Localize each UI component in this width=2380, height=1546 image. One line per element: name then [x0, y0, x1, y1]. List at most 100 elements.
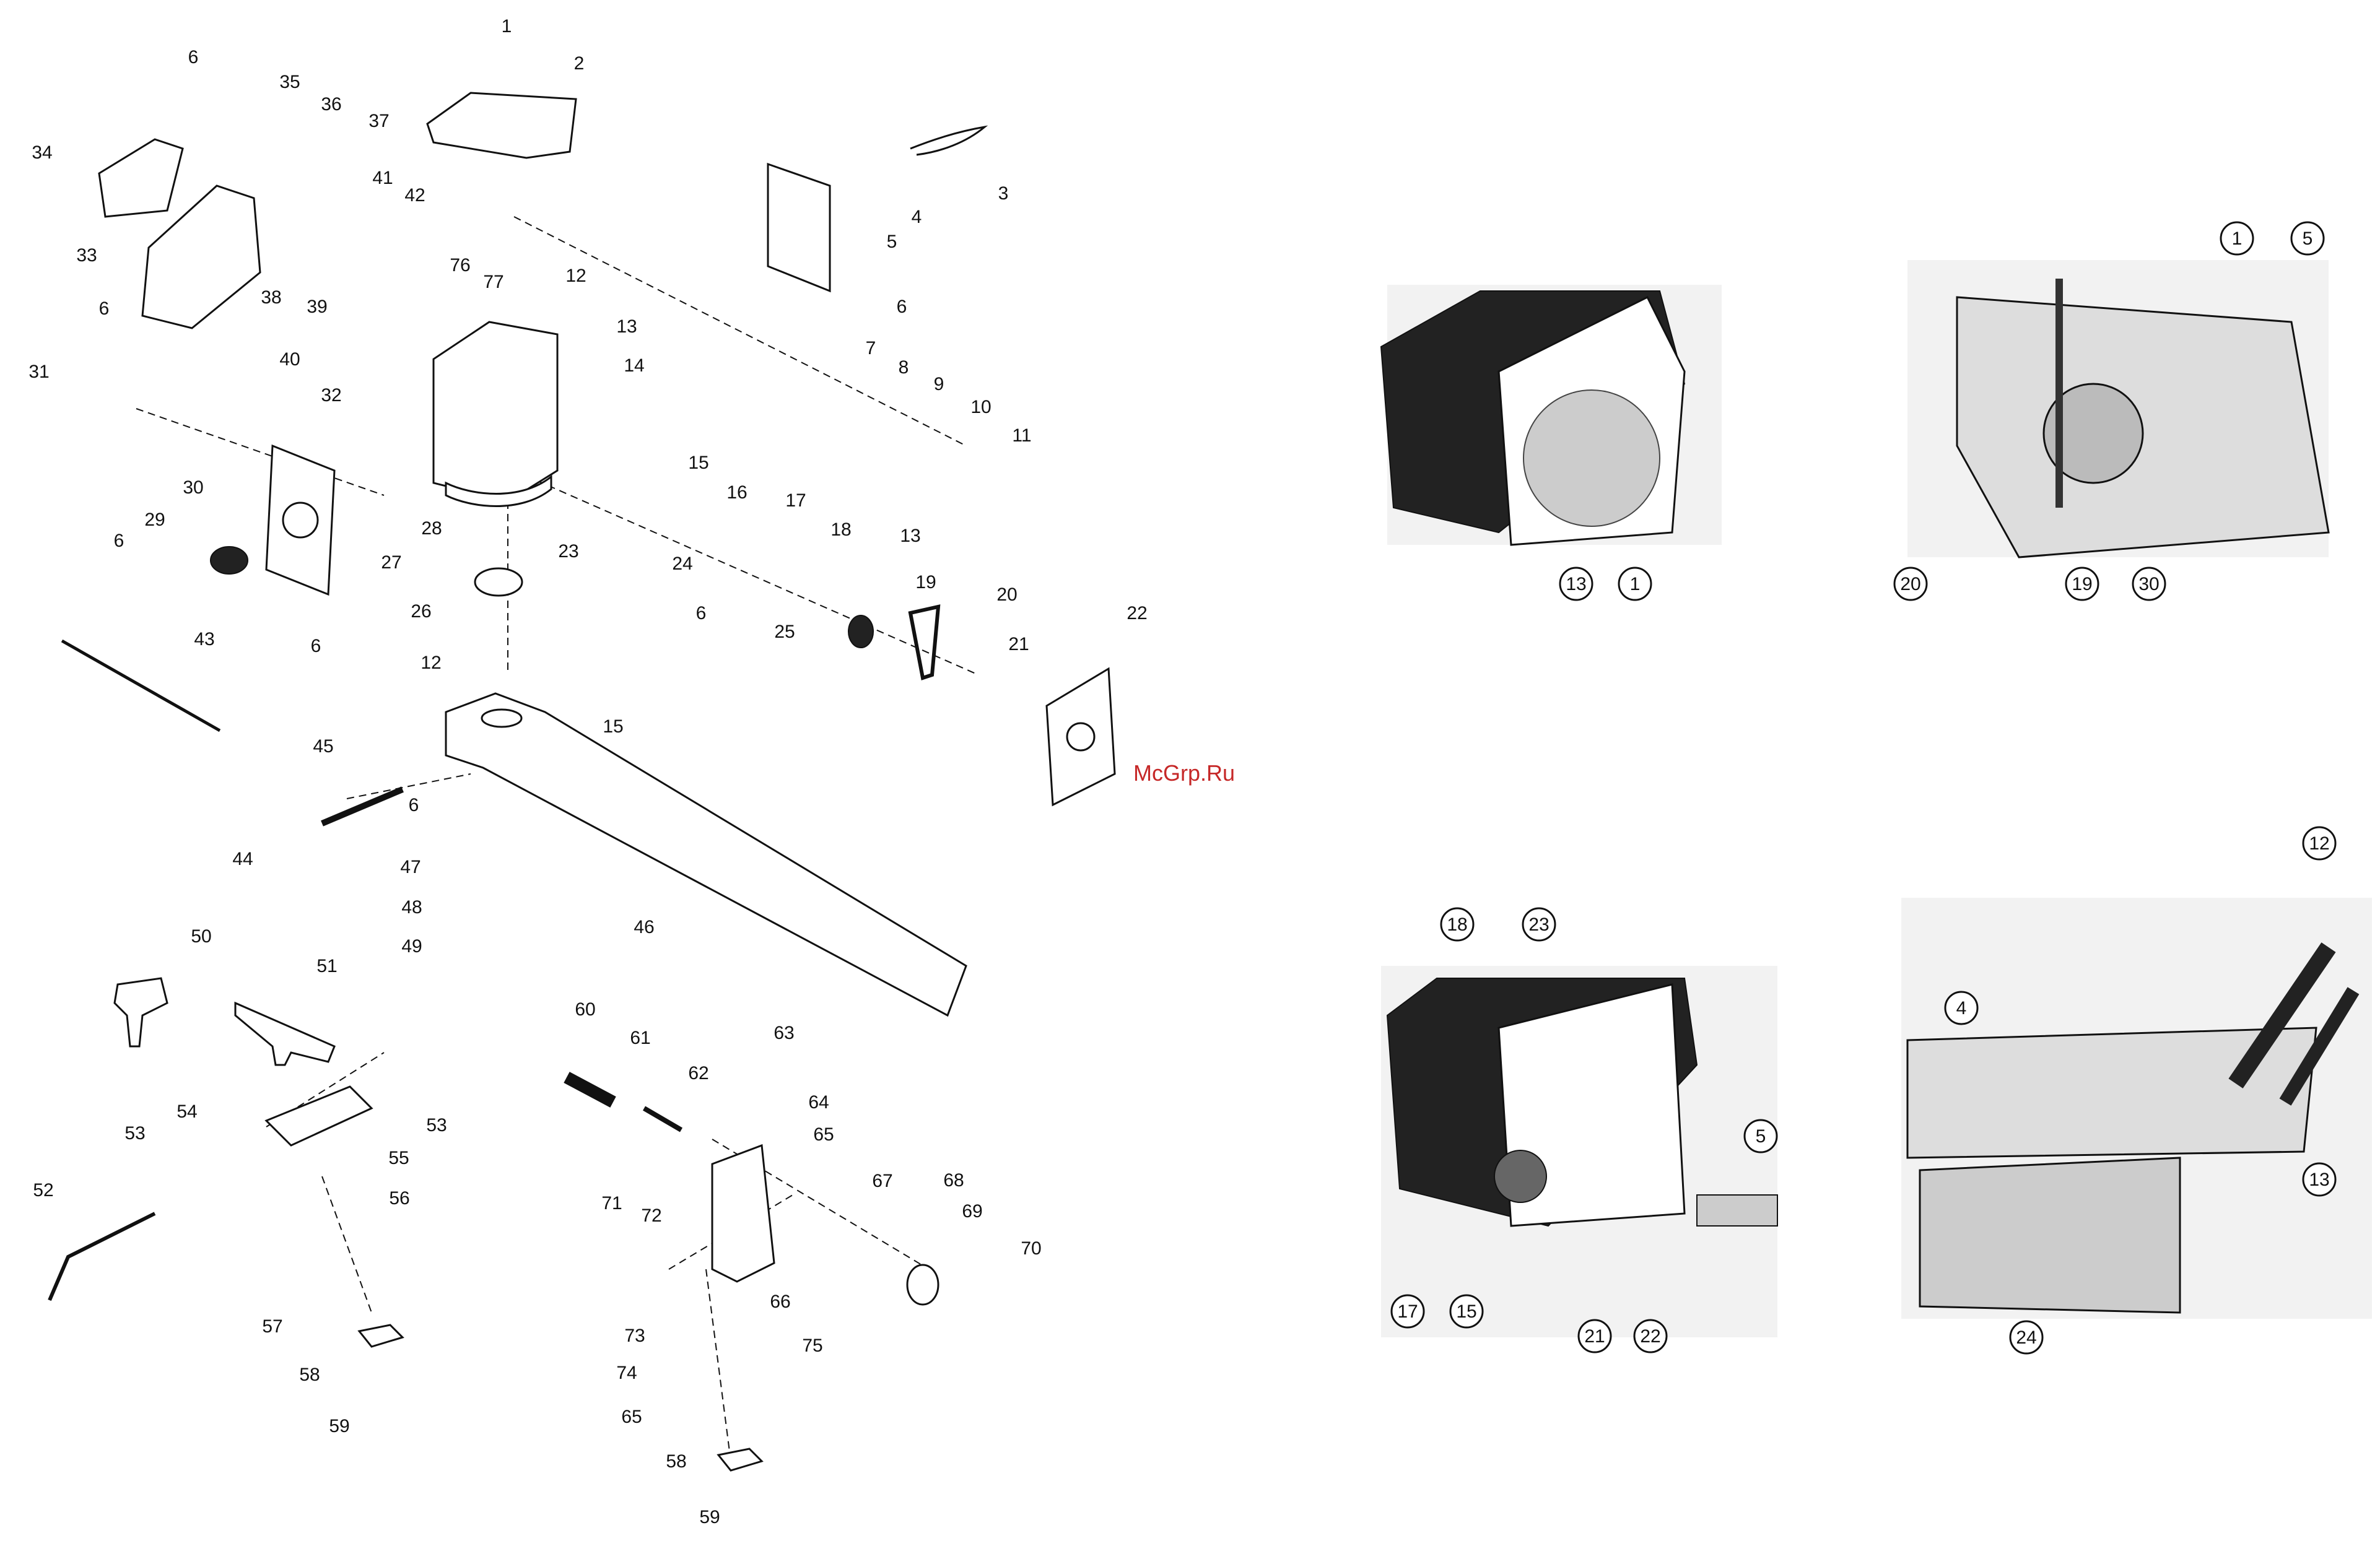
photo-callout-number: 1	[1630, 574, 1641, 594]
part-number-label: 15	[603, 716, 623, 737]
part-number-label: 53	[426, 1115, 447, 1136]
part-number-label: 72	[641, 1205, 661, 1226]
photo-callout: 1	[1618, 567, 1652, 601]
photo-callout: 17	[1390, 1294, 1425, 1329]
part-number-label: 47	[400, 857, 421, 877]
photo-headstock-inside	[1907, 260, 2330, 558]
part-back-plate-hole	[282, 502, 319, 539]
part-number-label: 46	[634, 917, 654, 937]
photo-callout-circle	[1559, 567, 1593, 601]
part-number-label: 75	[802, 1335, 822, 1356]
part-number-label: 28	[421, 518, 442, 539]
part-number-label: 34	[32, 142, 52, 163]
part-headstock	[432, 321, 559, 503]
part-number-label: 61	[630, 1028, 650, 1048]
part-number-label: 1	[502, 16, 512, 37]
photo-callout: 24	[2009, 1320, 2044, 1355]
part-number-label: 6	[311, 636, 321, 656]
photo-callout-circle	[2302, 826, 2337, 861]
part-number-label: 53	[124, 1123, 145, 1144]
part-number-label: 71	[601, 1193, 622, 1214]
part-number-label: 25	[774, 622, 795, 642]
part-number-label: 19	[915, 572, 936, 593]
part-rod	[61, 639, 221, 732]
photo-callout: 4	[1944, 991, 1979, 1025]
part-number-label: 6	[409, 795, 419, 815]
part-number-label: 3	[998, 183, 1009, 204]
part-number-label: 30	[183, 477, 203, 498]
part-number-label: 65	[813, 1124, 834, 1145]
photo-callout-number: 12	[2309, 833, 2329, 854]
photo-callout-number: 30	[2138, 574, 2159, 594]
photo-callout: 5	[1743, 1119, 1778, 1153]
photo-callout: 20	[1893, 567, 1928, 601]
part-number-label: 51	[316, 956, 337, 976]
photo-callout-number: 13	[2309, 1170, 2329, 1190]
photo-4-lock-lever	[2228, 942, 2336, 1088]
part-belt-cover-small	[98, 138, 184, 218]
part-number-label: 9	[934, 374, 944, 394]
photo-4-banjo-body	[1906, 1027, 2317, 1159]
part-number-label: 5	[887, 232, 897, 252]
photo-4-cam-handle	[2279, 987, 2360, 1106]
photo-callout-number: 5	[1756, 1126, 1766, 1147]
part-number-label: 59	[699, 1507, 720, 1527]
assembly-lines	[136, 216, 979, 1462]
part-number-label: 52	[33, 1180, 53, 1201]
part-power-cord	[910, 125, 988, 156]
part-number-label: 43	[194, 629, 214, 649]
photo-callout: 13	[1559, 567, 1593, 601]
photo-3-bed-rail	[1696, 1194, 1778, 1227]
part-number-label: 12	[565, 266, 586, 286]
part-lever-handle	[48, 1212, 156, 1301]
part-bearing	[848, 615, 874, 648]
watermark-text: McGrp.Ru	[1133, 760, 1236, 786]
photo-callout: 5	[2290, 221, 2325, 256]
part-side-cover-hole	[1066, 722, 1096, 752]
part-number-label: 64	[808, 1092, 829, 1113]
photo-callout-circle	[2065, 567, 2099, 601]
photo-callout: 1	[2220, 221, 2254, 256]
part-quill	[564, 1072, 616, 1108]
part-number-label: 13	[900, 526, 920, 546]
part-number-label: 18	[830, 519, 851, 540]
photo-callout-circle	[2290, 221, 2325, 256]
part-number-label: 55	[388, 1148, 409, 1168]
photo-callout: 30	[2132, 567, 2166, 601]
photo-callout-number: 21	[1584, 1326, 1605, 1347]
photo-callout-circle	[2220, 221, 2254, 256]
part-number-label: 24	[672, 554, 692, 574]
part-number-label: 54	[177, 1101, 197, 1122]
photo-4-bed-section	[1919, 1157, 2181, 1314]
part-number-label: 11	[1012, 425, 1031, 446]
part-number-label: 31	[28, 362, 49, 382]
part-number-label: 40	[279, 349, 300, 370]
part-number-label: 63	[774, 1023, 794, 1043]
part-number-label: 38	[261, 287, 281, 308]
part-number-label: 33	[76, 245, 97, 266]
photo-callout: 19	[2065, 567, 2099, 601]
part-number-label: 2	[574, 53, 585, 74]
photo-3-knob	[1494, 1150, 1547, 1203]
photo-callout-circle	[1440, 907, 1475, 942]
photo-callout-circle	[1449, 1294, 1484, 1329]
part-number-label: 48	[401, 897, 422, 918]
photo-headstock-side	[1381, 966, 1778, 1337]
part-tailstock	[711, 1144, 775, 1283]
part-pulley	[474, 567, 523, 597]
part-number-label: 27	[381, 552, 401, 573]
part-number-label: 45	[313, 736, 333, 757]
part-number-label: 13	[616, 316, 637, 337]
part-clamp-plate-a	[357, 1324, 404, 1348]
part-number-label: 26	[411, 601, 431, 622]
part-number-label: 73	[624, 1326, 645, 1346]
part-number-label: 6	[897, 297, 907, 317]
photo-callout-circle	[2009, 1320, 2044, 1355]
part-number-label: 67	[872, 1171, 892, 1191]
part-number-label: 22	[1127, 603, 1147, 623]
part-number-label: 39	[307, 297, 327, 317]
photo-callout-number: 24	[2016, 1327, 2036, 1348]
photo-callout: 15	[1449, 1294, 1484, 1329]
photo-callout-circle	[1944, 991, 1979, 1025]
